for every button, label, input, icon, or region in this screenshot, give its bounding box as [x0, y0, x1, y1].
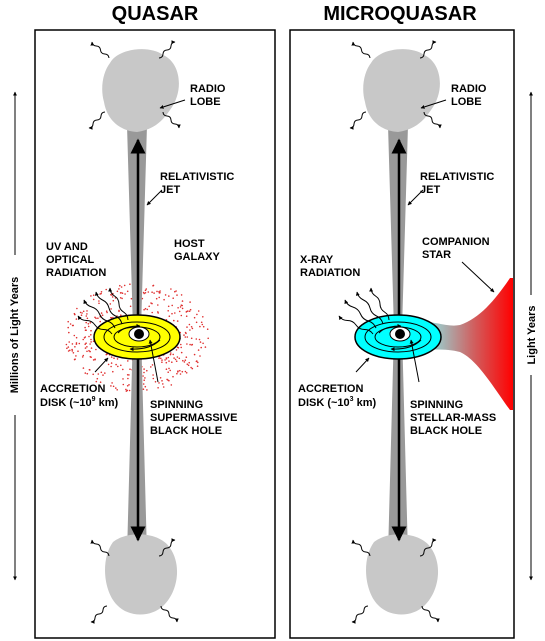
microquasar-radio-lobe-label: RADIO LOBE: [451, 83, 490, 108]
emission-arrow: [90, 605, 108, 624]
microquasar-title: MICROQUASAR: [323, 3, 477, 25]
quasar-panel: RADIO LOBE RELATIVISTIC JET HOST GALAXY …: [34, 29, 276, 639]
microquasar-jet-label: RELATIVISTIC JET: [420, 171, 497, 196]
emission-arrow: [419, 40, 437, 59]
emission-arrow: [421, 605, 440, 623]
emission-arrow: [338, 315, 374, 335]
quasar-radio-lobe-bottom: [105, 534, 178, 615]
emission-arrow: [158, 538, 176, 557]
emission-arrow: [88, 111, 106, 130]
uv-optical-radiation-arrows: [77, 287, 129, 335]
emission-arrow: [160, 605, 179, 623]
host-galaxy-label: HOST GALAXY: [174, 238, 221, 263]
emission-arrow: [90, 41, 110, 59]
supermassive-black-hole-label: SPINNING SUPERMASSIVE BLACK HOLE: [150, 399, 240, 437]
quasar-radio-lobe-top: [102, 49, 179, 132]
emission-arrow: [83, 299, 116, 329]
quasar-jet-label: RELATIVISTIC JET: [160, 171, 237, 196]
emission-arrow: [423, 111, 442, 129]
supermassive-black-hole: [128, 326, 150, 342]
emission-arrow: [351, 539, 371, 557]
emission-arrow: [419, 538, 437, 557]
light-years-label: Light Years: [526, 305, 538, 364]
emission-arrow: [369, 287, 390, 321]
emission-arrow: [355, 291, 384, 325]
quasar-lobe-emission-arrows: [88, 40, 181, 624]
companion-star-label: COMPANION STAR: [422, 236, 493, 261]
quasar-title: QUASAR: [112, 3, 199, 25]
stellar-mass-black-hole: [389, 326, 411, 342]
microquasar-lobe-emission-arrows: [349, 40, 442, 624]
stellar-mass-black-hole-label: SPINNING STELLAR-MASS BLACK HOLE: [410, 399, 499, 437]
emission-arrow: [349, 111, 367, 130]
microquasar-panel: RADIO LOBE RELATIVISTIC JET COMPANION ST…: [289, 29, 515, 639]
emission-arrow: [351, 41, 371, 59]
millions-light-years-axis: Millions of Light Years: [5, 91, 25, 581]
companion-star: [400, 278, 513, 410]
microquasar-radio-lobe-bottom: [366, 534, 439, 615]
uv-optical-radiation-label: UV AND OPTICAL RADIATION: [46, 241, 106, 279]
millions-light-years-label: Millions of Light Years: [9, 277, 21, 394]
x-ray-radiation-label: X-RAY RADIATION: [300, 254, 360, 279]
emission-arrow: [158, 40, 176, 59]
quasar-radio-lobe-label: RADIO LOBE: [190, 83, 229, 108]
emission-arrow: [108, 287, 129, 321]
emission-arrow: [344, 299, 377, 329]
light-years-axis: Light Years: [521, 91, 541, 581]
emission-arrow: [94, 291, 123, 325]
emission-arrow: [162, 111, 181, 129]
x-ray-radiation-arrows: [338, 287, 390, 335]
emission-arrow: [90, 539, 110, 557]
emission-arrow: [77, 315, 113, 335]
emission-arrow: [351, 605, 369, 624]
microquasar-accretion-label: ACCRETION DISK (~103 km): [298, 383, 377, 409]
microquasar-radio-lobe-top: [363, 49, 440, 132]
quasar-accretion-label: ACCRETION DISK (~109 km): [40, 383, 119, 409]
